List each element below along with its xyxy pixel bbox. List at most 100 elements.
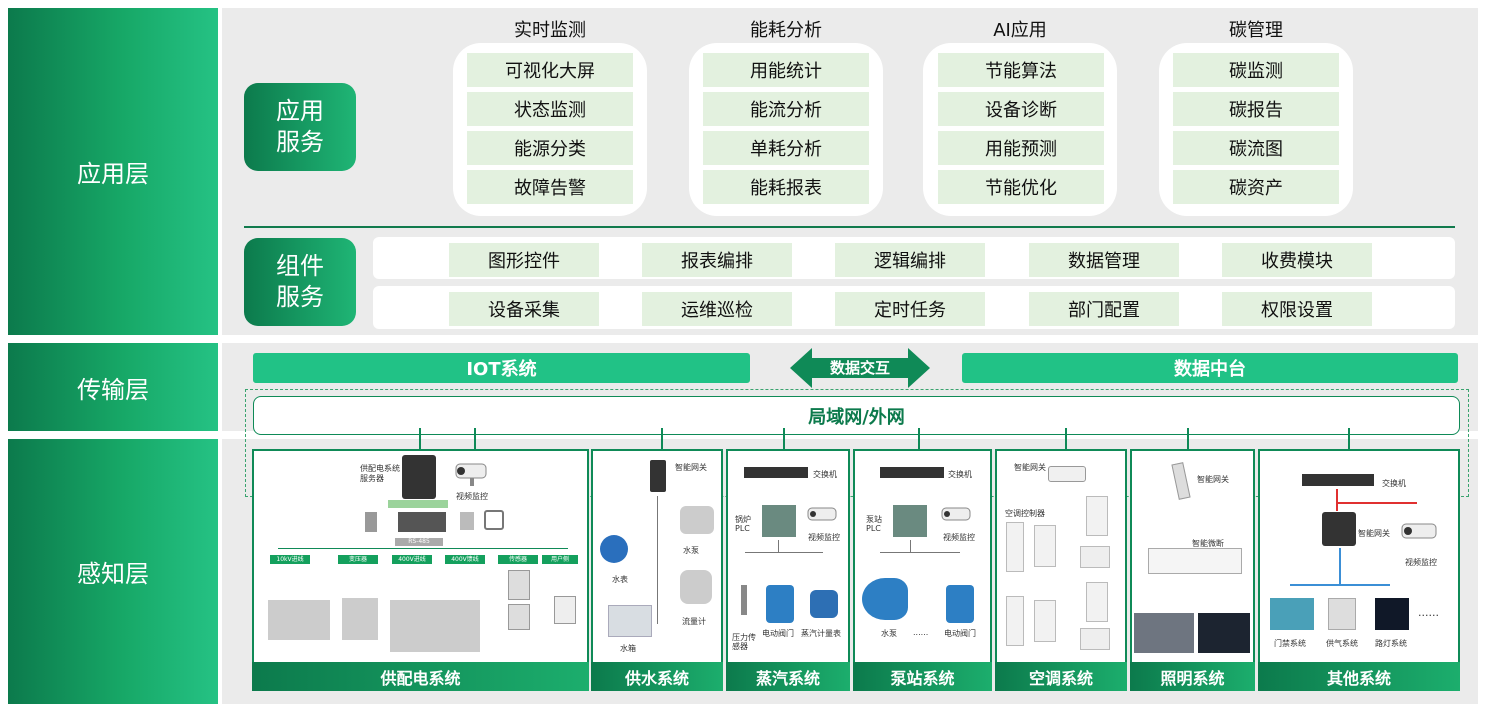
network-link (1187, 428, 1189, 458)
application-layer-label: 应用层 (8, 8, 218, 335)
rs485-bus-line (278, 548, 568, 549)
steam-line (745, 552, 823, 553)
application-layer-text: 应用层 (77, 160, 149, 188)
steam-switch-label: 交换机 (813, 470, 837, 479)
ceiling-ac-icon (1080, 546, 1110, 568)
data-exchange-label: 数据交互 (829, 359, 890, 377)
gateway-icon (650, 460, 666, 492)
plc-icon (893, 505, 927, 537)
transport-layer-text: 传输层 (77, 375, 149, 404)
app-item[interactable]: 能耗报表 (703, 170, 869, 204)
sub-label: 400V馈线 (445, 555, 485, 564)
perception-layer-text: 感知层 (77, 560, 149, 588)
component-item[interactable]: 收费模块 (1222, 243, 1372, 277)
water-meter-label: 水表 (612, 575, 628, 584)
steam-camera-label: 视频监控 (808, 533, 840, 542)
street-light-icon (1375, 598, 1409, 630)
camera-icon (941, 507, 971, 521)
app-item[interactable]: 能流分析 (703, 92, 869, 126)
app-services-line1: 应用 (276, 97, 324, 125)
switch-icon (880, 467, 944, 478)
ac-unit-icon (1006, 522, 1024, 572)
other-system-card[interactable] (1258, 449, 1460, 691)
component-item[interactable]: 部门配置 (1029, 292, 1179, 326)
iot-system-bar[interactable]: IOT系统 (253, 353, 750, 383)
water-system-title: 供水系统 (591, 662, 723, 691)
component-item[interactable]: 图形控件 (449, 243, 599, 277)
component-item[interactable]: 逻辑编排 (835, 243, 985, 277)
data-hub-bar[interactable]: 数据中台 (962, 353, 1458, 383)
hvac-system-title: 空调系统 (995, 662, 1127, 691)
water-gateway-label: 智能网关 (675, 463, 707, 472)
app-item[interactable]: 用能预测 (938, 131, 1104, 165)
camera-icon (807, 507, 837, 521)
app-item[interactable]: 节能优化 (938, 170, 1104, 204)
meter-icon (460, 512, 474, 530)
column-title-energy: 能耗分析 (750, 20, 822, 41)
energy-meter-icon (508, 604, 530, 630)
other-switch-label: 交换机 (1382, 479, 1406, 488)
data-exchange-arrow-icon (790, 348, 930, 388)
steam-system-title: 蒸汽系统 (726, 662, 850, 691)
flowmeter-icon (680, 570, 712, 604)
component-item[interactable]: 权限设置 (1222, 292, 1372, 326)
camera-icon (1401, 523, 1437, 539)
steam-plc-label: 锅炉PLC (735, 515, 751, 533)
pump-ellipsis: ...... (913, 628, 929, 637)
pump-pump-label: 水泵 (881, 629, 897, 638)
hvac-gateway-label: 智能网关 (1014, 463, 1046, 472)
app-item[interactable]: 能源分类 (467, 131, 633, 165)
app-item[interactable]: 碳报告 (1173, 92, 1339, 126)
outdoor-light-photo (1198, 613, 1250, 653)
component-item[interactable]: 定时任务 (835, 292, 985, 326)
app-item[interactable]: 用能统计 (703, 53, 869, 87)
component-services-line2: 服务 (276, 283, 324, 311)
app-item[interactable]: 碳监测 (1173, 53, 1339, 87)
section-divider (244, 226, 1455, 228)
other-gateway-label: 智能网关 (1358, 529, 1390, 538)
app-item[interactable]: 单耗分析 (703, 131, 869, 165)
router-icon (1048, 466, 1086, 482)
water-trunk-line (657, 496, 658, 624)
water-pump-icon (862, 578, 908, 620)
other-access-label: 门禁系统 (1274, 639, 1306, 648)
network-link (1065, 428, 1067, 454)
app-item[interactable]: 碳资产 (1173, 170, 1339, 204)
power-system-title: 供配电系统 (252, 662, 589, 691)
column-title-realtime: 实时监测 (514, 20, 586, 41)
app-services-label: 应用 服务 (244, 83, 356, 171)
steam-valve-label: 电动阀门 (762, 629, 794, 638)
component-item[interactable]: 数据管理 (1029, 243, 1179, 277)
water-meter-icon (600, 535, 628, 563)
steam-meter-icon (810, 590, 838, 618)
app-item[interactable]: 状态监测 (467, 92, 633, 126)
water-tank-icon (608, 605, 652, 637)
red-link (1336, 489, 1338, 511)
camera-icon (455, 463, 487, 486)
app-item[interactable]: 故障告警 (467, 170, 633, 204)
steam-sensor-label: 压力传感器 (732, 633, 756, 651)
water-pump-label: 水泵 (683, 546, 699, 555)
other-system-title: 其他系统 (1258, 662, 1460, 691)
bus-bar (388, 500, 448, 508)
component-item[interactable]: 报表编排 (642, 243, 792, 277)
network-link (474, 428, 476, 454)
blue-link (1339, 548, 1341, 584)
pressure-sensor-icon (741, 585, 747, 615)
plc-icon (762, 505, 796, 537)
component-item[interactable]: 运维巡检 (642, 292, 792, 326)
component-item[interactable]: 设备采集 (449, 292, 599, 326)
component-services-line1: 组件 (276, 252, 324, 280)
app-item[interactable]: 碳流图 (1173, 131, 1339, 165)
app-item[interactable]: 可视化大屏 (467, 53, 633, 87)
app-item[interactable]: 设备诊断 (938, 92, 1104, 126)
water-flow-label: 流量计 (682, 617, 706, 626)
power-camera-label: 视频监控 (456, 492, 488, 501)
steam-system-card[interactable] (726, 449, 850, 691)
lan-wan-bar[interactable]: 局域网/外网 (253, 396, 1460, 435)
valve-icon (946, 585, 974, 623)
pump-station-card[interactable] (853, 449, 992, 691)
sub-label: 10kV进线 (270, 555, 310, 564)
app-item[interactable]: 节能算法 (938, 53, 1104, 87)
wireless-module-icon (484, 510, 504, 530)
